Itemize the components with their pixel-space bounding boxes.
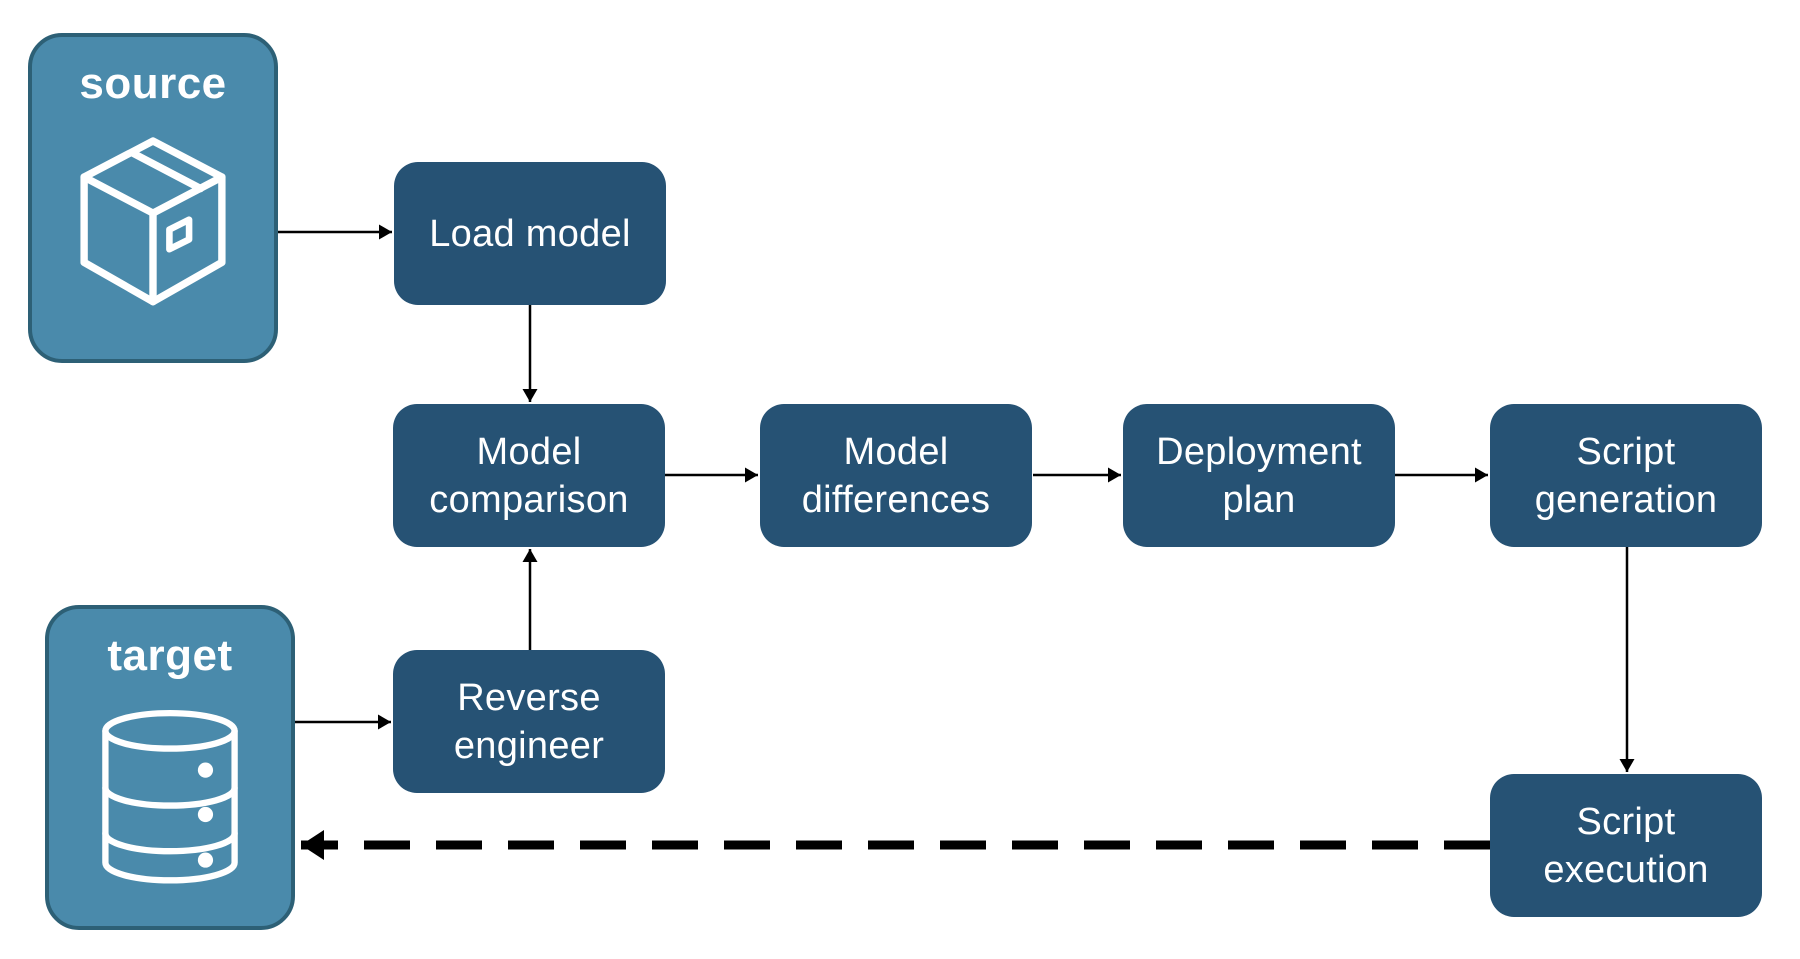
node-load-model: Load model [394,162,666,305]
node-reverse-engineer: Reverse engineer [393,650,665,793]
entity-target-label: target [107,631,233,680]
node-label: Model differences [801,430,991,521]
package-icon [80,137,226,306]
entity-target: target [45,605,295,930]
node-model-differences: Model differences [760,404,1032,547]
node-label: Model comparison [429,430,629,521]
node-label: Script execution [1543,800,1709,891]
node-script-generation: Script generation [1490,404,1762,547]
node-label: Load model [429,212,631,255]
node-model-comparison: Model comparison [393,404,665,547]
entity-source-label: source [79,59,227,108]
database-icon [102,709,238,884]
node-label: Script generation [1534,430,1718,521]
entity-source: source [28,33,278,363]
node-deployment-plan: Deployment plan [1123,404,1395,547]
node-label: Reverse engineer [453,676,605,767]
node-script-execution: Script execution [1490,774,1762,917]
node-label: Deployment plan [1156,430,1362,521]
